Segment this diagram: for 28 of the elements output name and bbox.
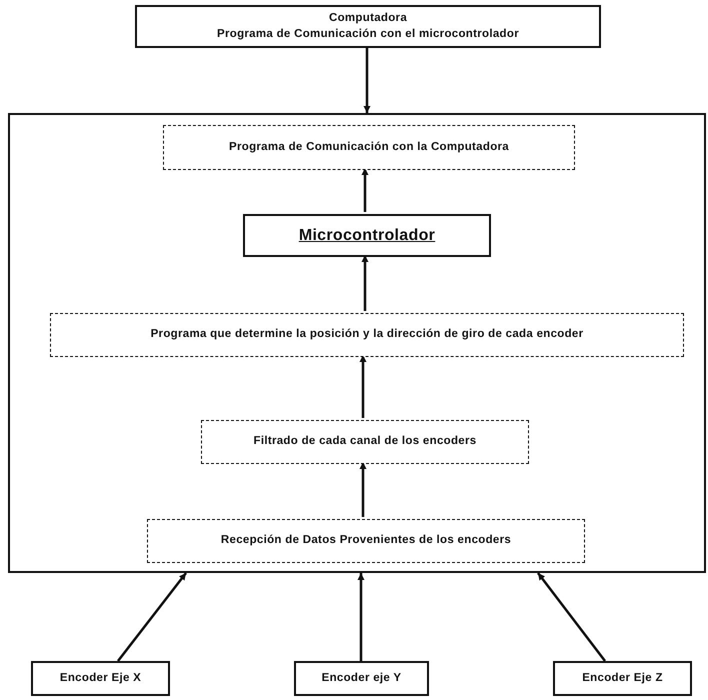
arrow <box>537 572 606 662</box>
arrow <box>358 573 364 661</box>
box-label: Encoder eje Y <box>322 670 402 686</box>
arrow <box>117 572 187 662</box>
box-heading: Computadora <box>328 10 408 26</box>
box-label: Microcontrolador <box>298 226 436 246</box>
arrow <box>360 462 366 517</box>
arrow <box>362 168 368 212</box>
box-label: Programa que determine la posición y la dirección de giro de cada encoder <box>150 327 584 342</box>
box-label: Filtrado de cada canal de los encoders <box>254 434 476 450</box>
container-box <box>8 113 706 573</box>
arrow <box>362 255 368 311</box>
box-label: Programa de Comunicación con la Computadora <box>229 140 509 155</box>
box-label: Encoder Eje Z <box>582 670 663 686</box>
process-box <box>243 214 491 257</box>
process-box <box>135 5 601 48</box>
box-label: Programa de Comunicación con el microcontrolador <box>217 26 519 42</box>
dashed-process-box <box>147 519 585 563</box>
dashed-process-box <box>50 313 684 357</box>
process-box <box>553 661 692 696</box>
arrow <box>364 48 370 113</box>
process-box <box>294 661 429 696</box>
box-label: Recepción de Datos Provenientes de los encoders <box>220 533 512 548</box>
process-box <box>31 661 170 696</box>
dashed-process-box <box>163 125 575 170</box>
arrow <box>360 355 366 418</box>
dashed-process-box <box>201 420 529 464</box>
box-label: Encoder Eje X <box>60 670 142 686</box>
